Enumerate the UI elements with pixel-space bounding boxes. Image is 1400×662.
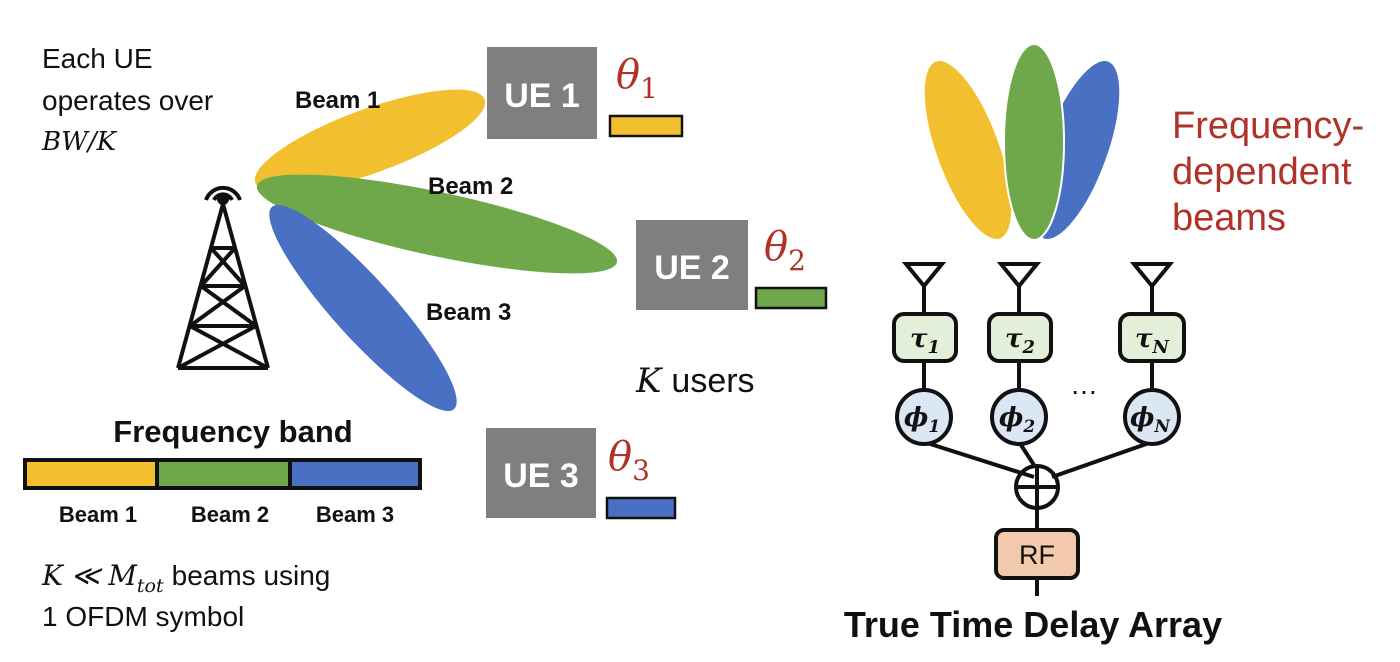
- phase-shifter-1: ϕ1: [895, 388, 953, 446]
- frequency-band-bar: [23, 458, 422, 490]
- rf-label: RF: [1019, 540, 1055, 570]
- band-segment-3-label: Beam 3: [316, 502, 394, 527]
- delay-element-2: τ2: [987, 312, 1053, 363]
- beam2-lobe: [256, 174, 618, 274]
- phase-2-label: ϕ2: [999, 403, 1035, 437]
- left-note-line1: Each UE: [42, 43, 153, 74]
- band-segment-1-label: Beam 1: [59, 502, 137, 527]
- left-note-line2: operates over: [42, 85, 213, 116]
- ue3-band-swatch: [605, 496, 677, 520]
- frequency-dependent-beams: [922, 43, 1122, 241]
- ue1-box: UE 1: [487, 47, 597, 139]
- ue1-label: UE 1: [504, 77, 580, 115]
- antenna-n-icon: [1129, 262, 1175, 290]
- phase-shifter-2: ϕ2: [990, 388, 1048, 446]
- frequency-band-title: Frequency band: [113, 414, 352, 449]
- phase-n-label: ϕN: [1130, 403, 1171, 437]
- beam1-lobe: [254, 89, 486, 193]
- ue2-label: UE 2: [654, 249, 730, 287]
- delay-1-label: τ1: [910, 324, 940, 358]
- ue3-label: UE 3: [503, 457, 579, 495]
- bottom-note-line2: 1 OFDM symbol: [42, 601, 244, 632]
- beam1-label: Beam 1: [295, 87, 380, 114]
- left-note-line3: BW/K: [41, 127, 118, 157]
- phase-shifter-n: ϕN: [1123, 388, 1181, 446]
- beam-lobes: [254, 89, 618, 412]
- delay-2-label: τ2: [1005, 324, 1035, 358]
- band-segment-2-label: Beam 2: [191, 502, 269, 527]
- rf-chain-box: RF: [994, 528, 1080, 580]
- antenna-2-icon: [996, 262, 1042, 290]
- ue3-box: UE 3: [486, 428, 596, 518]
- ue2-box: UE 2: [636, 220, 748, 310]
- ttd-array-title: True Time Delay Array: [844, 604, 1222, 645]
- ellipsis-label: …: [1070, 369, 1098, 400]
- antenna-1-icon: [901, 262, 947, 290]
- delay-element-1: τ1: [892, 312, 958, 363]
- beam3-lobe: [269, 204, 457, 412]
- ue1-angle: θ1: [616, 52, 658, 105]
- freq-dependent-line1: Frequency-: [1172, 105, 1364, 147]
- ue2-angle: θ2: [764, 224, 806, 277]
- freq-dependent-line2: dependent: [1172, 151, 1352, 193]
- ue2-band-swatch: [754, 286, 828, 310]
- delay-element-n: τN: [1118, 312, 1186, 363]
- phase-1-label: ϕ1: [904, 403, 940, 437]
- beam3-label: Beam 3: [426, 299, 511, 326]
- delay-n-label: τN: [1135, 324, 1171, 358]
- ue3-angle: θ3: [608, 434, 650, 487]
- cell-tower-icon: [176, 185, 270, 370]
- ttd-array: [901, 262, 1175, 596]
- ue1-band-swatch: [608, 114, 684, 138]
- freq-dependent-line3: beams: [1172, 197, 1286, 239]
- beam2-label: Beam 2: [428, 173, 513, 200]
